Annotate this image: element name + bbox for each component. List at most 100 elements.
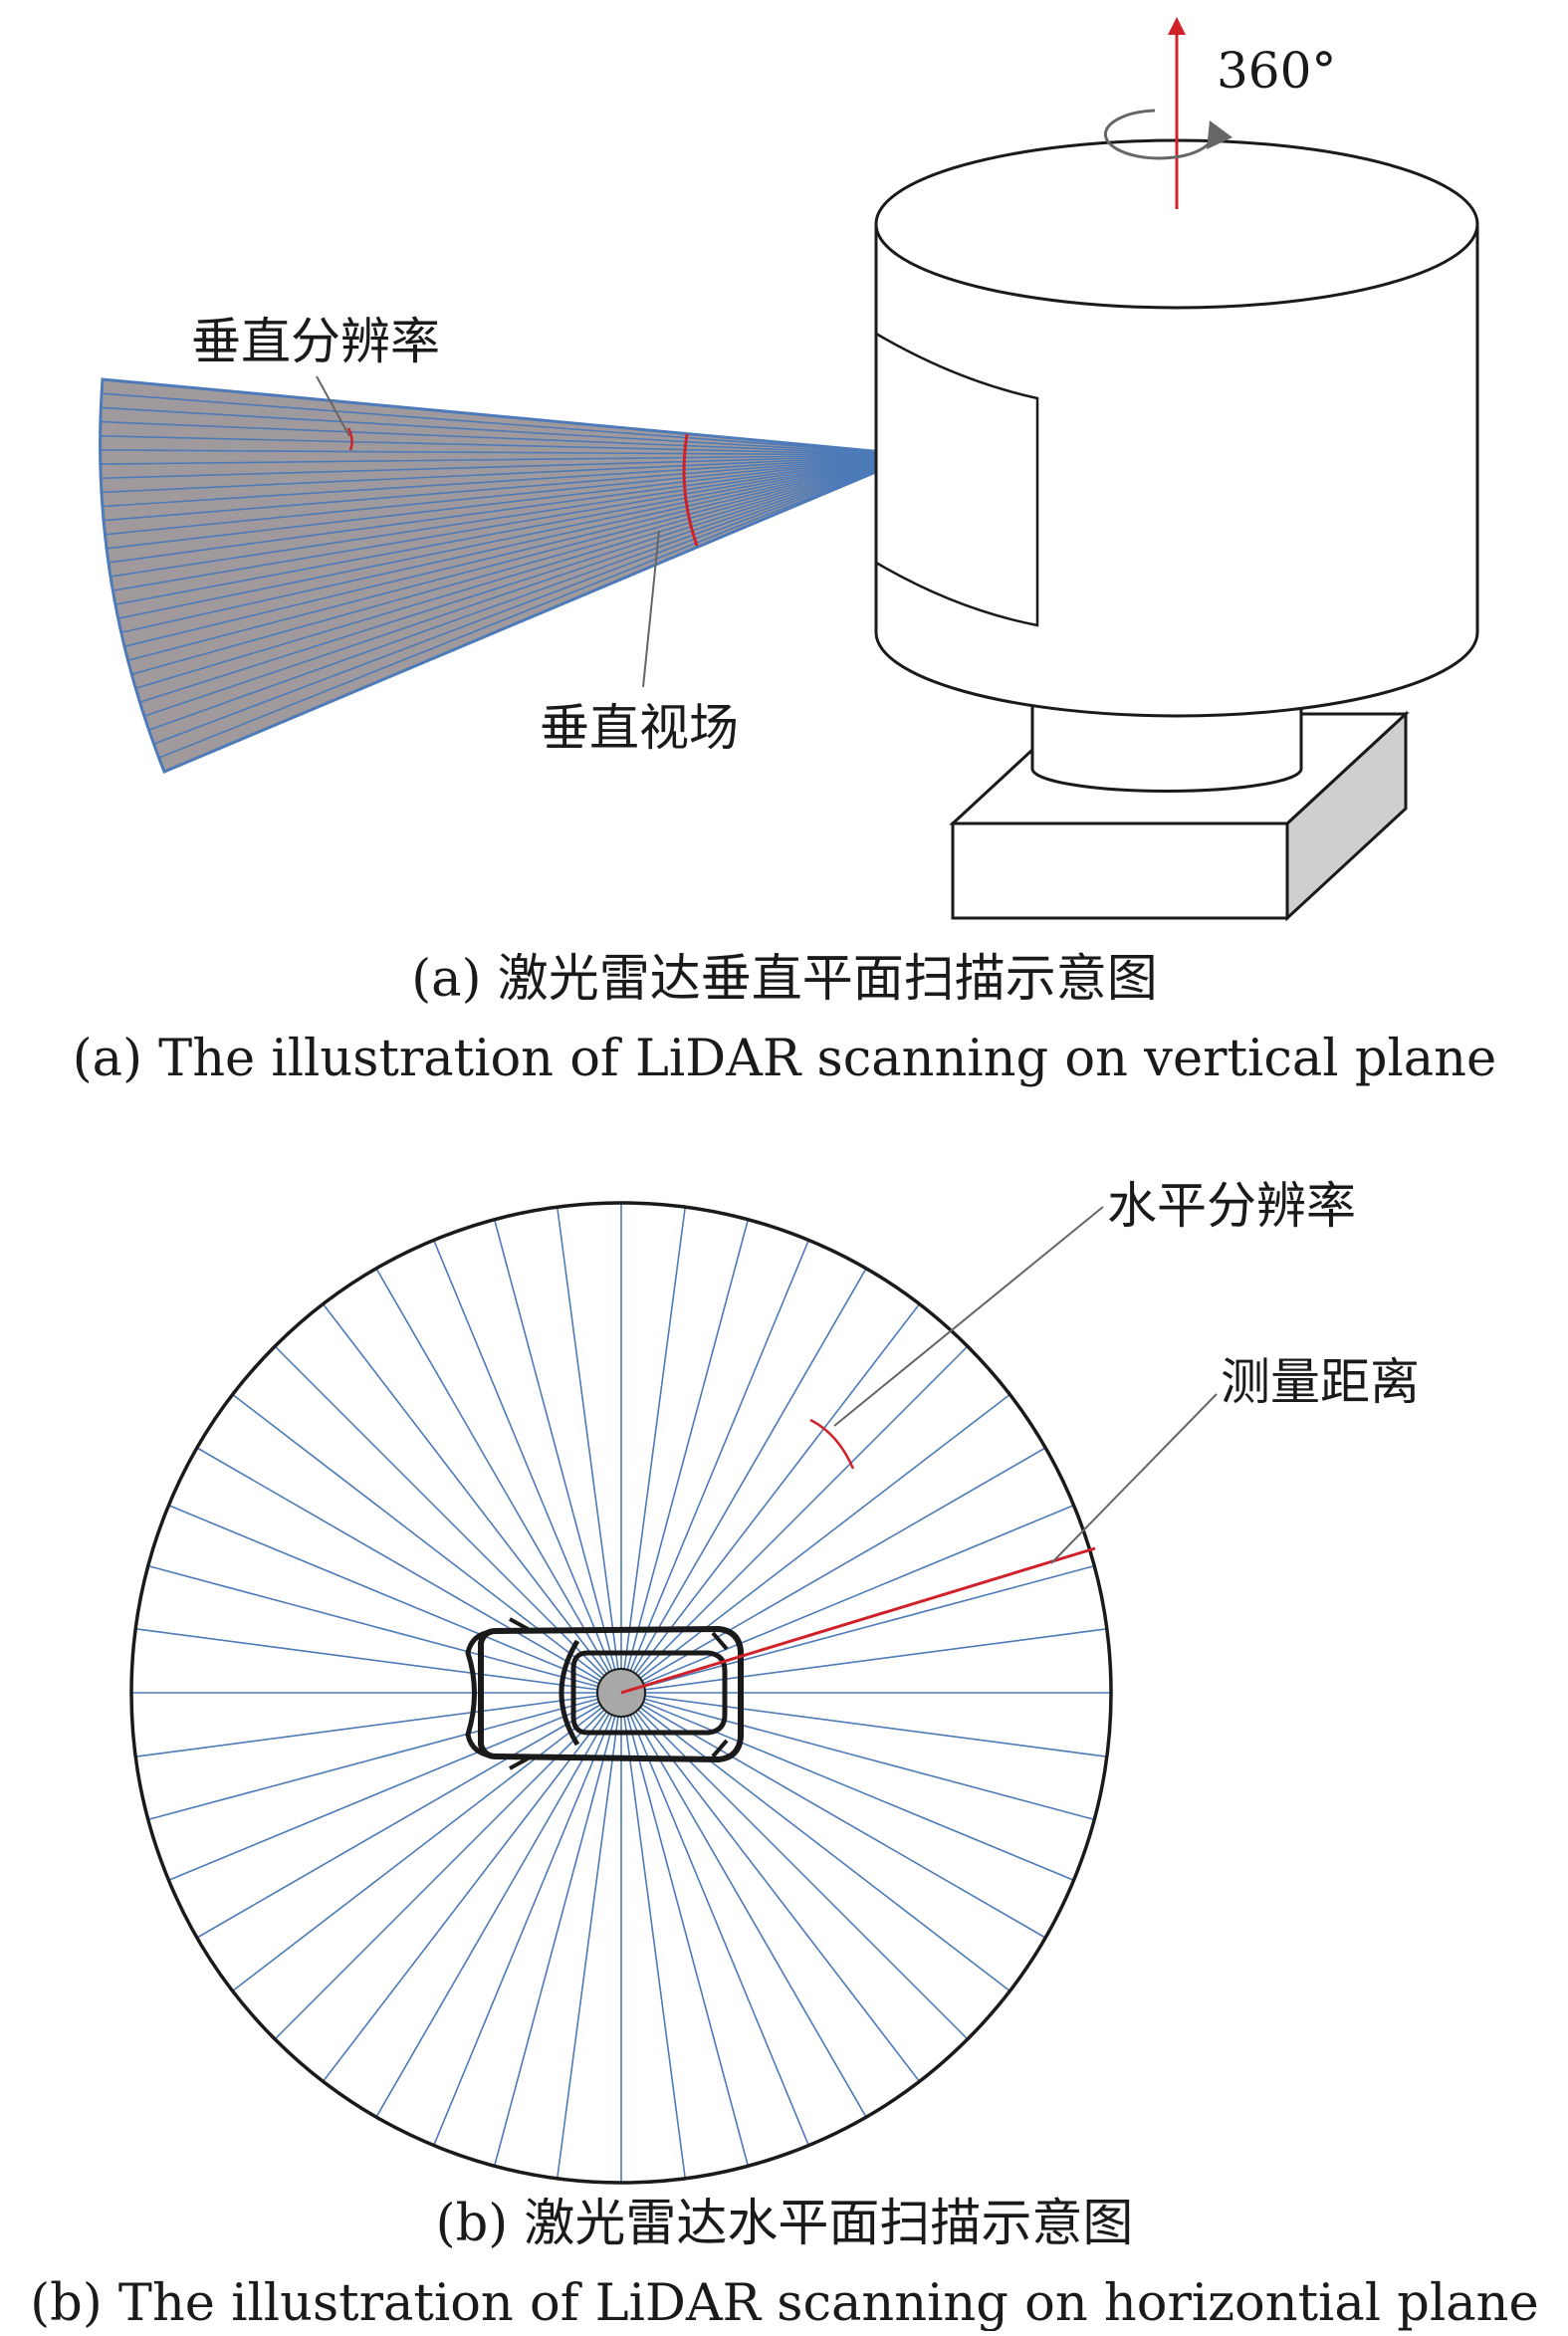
vertical-scan-fan <box>99 377 917 774</box>
horizontal-beam-line <box>620 1692 1046 1939</box>
vertical-resolution-annotation: 垂直分辨率 <box>191 313 440 451</box>
caption-a-en: (a) The illustration of LiDAR scanning o… <box>73 1030 1496 1088</box>
horizontal-beam-line <box>232 1692 622 1992</box>
horizontal-beam-line <box>274 1345 622 1694</box>
vertical-beam-line <box>100 449 917 456</box>
horizontal-beam-line <box>556 1692 622 2179</box>
vertical-resolution-label: 垂直分辨率 <box>191 313 440 370</box>
vertical-beam-line <box>123 454 917 648</box>
lidar-sensor: 360° <box>874 17 1479 922</box>
horizontal-beam-line <box>620 1692 687 2179</box>
vertical-beam-line <box>106 454 917 550</box>
caption-b-cn: (b) 激光雷达水平面扫描示意图 <box>436 2195 1134 2253</box>
horizontal-beam-line <box>493 1692 622 2167</box>
vertical-beam-line <box>101 454 917 494</box>
horizontal-beam-line <box>147 1564 622 1694</box>
horizontal-resolution-leader <box>833 1206 1104 1427</box>
measure-distance-annotation: 测量距离 <box>1050 1353 1420 1564</box>
horizontal-beam-line <box>375 1268 622 1694</box>
measure-distance-label: 测量距离 <box>1221 1353 1420 1411</box>
vertical-fov-label: 垂直视场 <box>540 699 739 757</box>
horizontal-beam-line <box>620 1692 1107 1758</box>
panel-b: 水平分辨率 测量距离 (b) 激光雷达水平面扫描示意图 (b) The illu… <box>30 1177 1538 2333</box>
horizontal-beam-line <box>620 1692 1074 1882</box>
measure-distance-leader <box>1050 1393 1218 1564</box>
vertical-beam-line <box>114 454 917 605</box>
rotation-arrowhead-icon <box>1207 120 1232 149</box>
measure-distance-ray <box>620 1546 1096 1695</box>
vertical-beam-line <box>127 454 917 662</box>
vertical-beam-line <box>139 454 917 703</box>
vertical-beam-line <box>108 454 917 564</box>
horizontal-beam-line <box>620 1692 867 2118</box>
horizontal-beam-line <box>620 1692 750 2167</box>
horizontal-beam-line <box>620 1564 1095 1694</box>
horizontal-beam-line <box>196 1692 622 1939</box>
vertical-beam-line <box>117 454 917 619</box>
vertical-beam-line <box>100 434 917 456</box>
horizontal-beam-line <box>620 1692 1010 1992</box>
horizontal-beam-line <box>620 1692 969 2040</box>
horizontal-beam-line <box>196 1447 622 1694</box>
horizontal-beam-line <box>620 1268 867 1694</box>
horizontal-resolution-label: 水平分辨率 <box>1107 1177 1356 1235</box>
horizontal-resolution-annotation: 水平分辨率 <box>809 1177 1356 1470</box>
horizontal-beam-line <box>620 1345 969 1694</box>
vertical-beam-line <box>120 454 917 633</box>
vertical-beam-line <box>148 454 917 731</box>
horizontal-beam-line <box>493 1219 622 1694</box>
panel-a: 360° 垂直分辨率 垂直视场 (a) 激光雷达垂直平面扫描示意图 (a) Th… <box>73 17 1496 1088</box>
vertical-beam-line <box>112 454 917 591</box>
horizontal-beam-line <box>432 1692 622 2146</box>
vertical-fov-leader <box>642 530 660 688</box>
vertical-beam-line <box>158 454 917 759</box>
vertical-beam-line <box>153 454 917 745</box>
horizontal-beam-line <box>620 1219 750 1694</box>
vertical-resolution-arc <box>346 427 353 451</box>
vertical-fov-annotation: 垂直视场 <box>540 433 739 757</box>
vertical-beam-line <box>101 406 917 456</box>
vertical-beam-line <box>131 454 917 676</box>
vertical-beam-line <box>103 454 917 522</box>
scan-boundary-circle <box>129 1201 1113 2185</box>
horizontal-beam-line <box>135 1692 622 1758</box>
horizontal-beam-line <box>432 1240 622 1694</box>
horizontal-beam-line <box>620 1692 1095 1821</box>
horizontal-beam-line <box>168 1692 622 1882</box>
horizontal-beam-line <box>274 1692 622 2040</box>
vertical-beam-line <box>100 454 917 465</box>
horizontal-beam-line <box>620 1240 810 1694</box>
vertical-beam-line <box>102 454 917 508</box>
vertical-beam-line <box>105 454 917 536</box>
horizontal-beam-line <box>135 1627 622 1694</box>
vehicle-top-view-icon <box>465 1617 744 1770</box>
vertical-beam-line <box>134 454 917 690</box>
vertical-beam-line <box>100 420 917 456</box>
horizontal-resolution-arc <box>809 1418 855 1470</box>
horizontal-beam-line <box>375 1692 622 2118</box>
horizontal-beam-line <box>168 1504 622 1694</box>
sensor-base-front <box>951 821 1289 920</box>
vertical-beam-line <box>143 454 917 717</box>
vertical-resolution-leader <box>316 375 350 437</box>
caption-b-en: (b) The illustration of LiDAR scanning o… <box>30 2274 1538 2331</box>
vertical-beam-line <box>101 454 917 480</box>
horizontal-beam-line <box>147 1692 622 1821</box>
horizontal-beam-line <box>232 1393 622 1694</box>
horizontal-beam-line <box>620 1393 1010 1694</box>
sensor-cylinder-body <box>874 224 1479 718</box>
vertical-beam-line <box>110 454 917 578</box>
horizontal-beam-line <box>620 1207 687 1694</box>
horizontal-beam-line <box>620 1447 1046 1694</box>
caption-a-cn: (a) 激光雷达垂直平面扫描示意图 <box>411 950 1157 1009</box>
rotation-label: 360° <box>1217 42 1336 100</box>
vertical-beam-line <box>101 392 917 456</box>
horizontal-beam-line <box>556 1207 622 1694</box>
vertical-fov-arc <box>682 433 699 547</box>
rotation-arc-icon <box>1103 109 1215 160</box>
horizontal-beam-line <box>620 1504 1074 1694</box>
horizontal-beam-line <box>620 1692 810 2146</box>
sensor-window <box>875 332 1039 627</box>
